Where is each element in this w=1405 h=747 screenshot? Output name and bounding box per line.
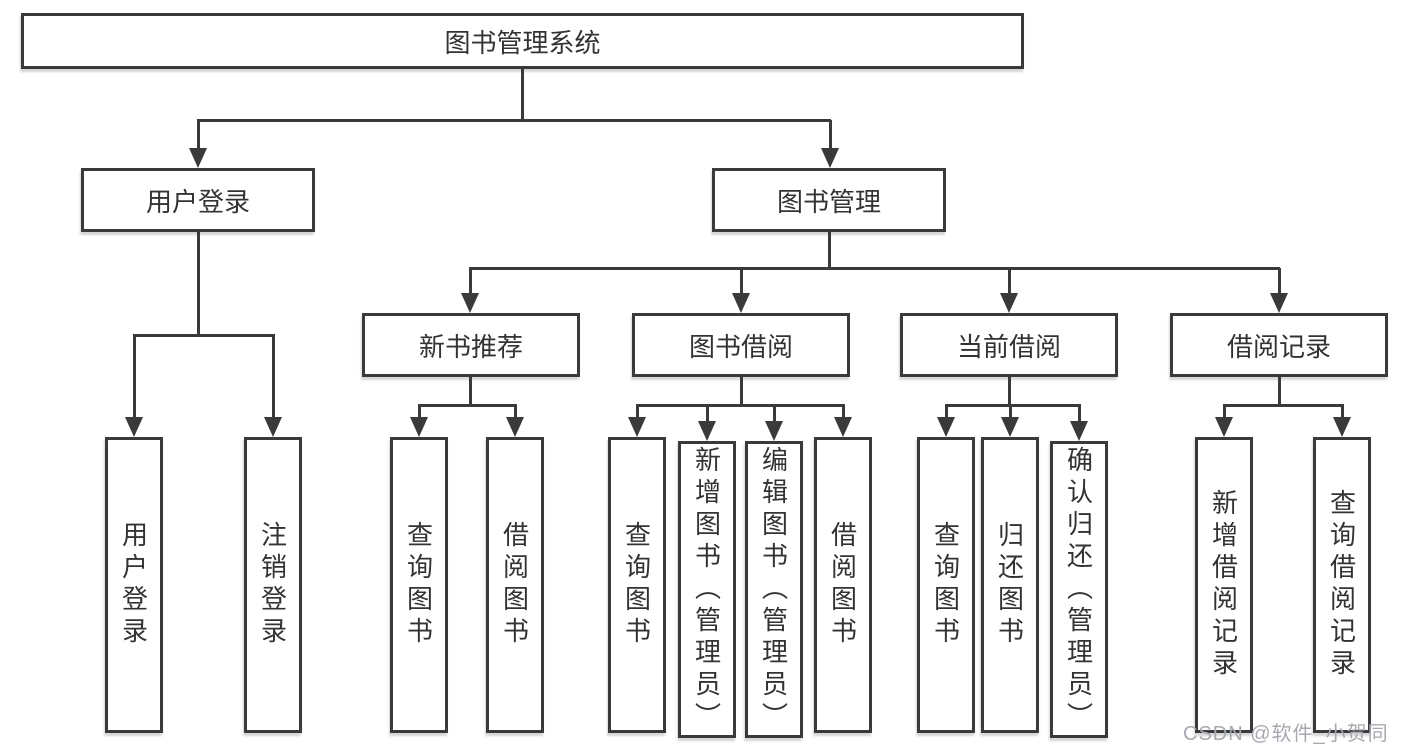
- node-book-borrowing: 图书借阅: [632, 313, 850, 377]
- leaf-borrow-books-2: 借阅图书: [814, 437, 872, 733]
- connector-book-borrowing-stem: [740, 375, 743, 407]
- leaf-add-borrow-record: 新增借阅记录: [1195, 437, 1253, 733]
- connector-new-book-rail: [418, 404, 517, 407]
- arrow-head-icon: [410, 417, 428, 437]
- leaf-query-books-3: 查询图书: [917, 437, 975, 733]
- arrow-down-icon: [1069, 405, 1089, 441]
- arrow-down-icon: [188, 120, 208, 168]
- arrow-down-icon: [505, 405, 525, 437]
- leaf-logout: 注销登录: [244, 437, 302, 733]
- arrow-down-icon: [1000, 405, 1020, 437]
- arrow-down-icon: [936, 405, 956, 437]
- connector-current-borrowing-stem: [1008, 375, 1011, 407]
- arrow-head-icon: [125, 417, 143, 437]
- connector-root-stem: [521, 66, 524, 122]
- arrow-head-icon: [834, 417, 852, 437]
- arrow-head-icon: [1001, 417, 1019, 437]
- arrow-down-icon: [124, 336, 144, 437]
- connector-borrowing-records-stem: [1278, 375, 1281, 407]
- leaf-query-books-2: 查询图书: [608, 437, 666, 733]
- leaf-edit-books-admin: 编辑图书（管理员）: [745, 441, 803, 738]
- leaf-add-books-admin: 新增图书（管理员）: [678, 441, 736, 738]
- arrow-head-icon: [821, 148, 839, 168]
- connector-book-borrowing-rail: [636, 404, 845, 407]
- arrow-shaft: [739, 268, 743, 297]
- leaf-query-borrow-record: 查询借阅记录: [1313, 437, 1371, 733]
- node-current-borrowing: 当前借阅: [900, 313, 1118, 377]
- arrow-shaft: [944, 405, 948, 421]
- arrow-head-icon: [1333, 417, 1351, 437]
- arrow-head-icon: [732, 293, 750, 313]
- node-book-management: 图书管理: [712, 168, 946, 232]
- arrow-head-icon: [765, 421, 783, 441]
- arrow-shaft: [196, 120, 200, 152]
- node-root: 图书管理系统: [21, 13, 1024, 69]
- arrow-shaft: [635, 405, 639, 421]
- arrow-shaft: [1277, 268, 1281, 297]
- node-user-login: 用户登录: [81, 168, 315, 232]
- arrow-down-icon: [1214, 405, 1234, 437]
- arrow-shaft: [513, 405, 517, 421]
- arrow-shaft: [705, 405, 709, 425]
- arrow-down-icon: [263, 336, 283, 437]
- arrow-down-icon: [833, 405, 853, 437]
- arrow-shaft: [1007, 268, 1011, 297]
- arrow-down-icon: [731, 268, 751, 313]
- arrow-down-icon: [999, 268, 1019, 313]
- arrow-shaft: [1340, 405, 1344, 421]
- arrow-head-icon: [189, 148, 207, 168]
- arrow-head-icon: [506, 417, 524, 437]
- connector-new-book-stem: [469, 375, 472, 407]
- arrow-down-icon: [409, 405, 429, 437]
- arrow-head-icon: [698, 421, 716, 441]
- leaf-return-books: 归还图书: [981, 437, 1039, 733]
- arrow-down-icon: [1269, 268, 1289, 313]
- arrow-down-icon: [460, 268, 480, 313]
- arrow-shaft: [271, 336, 275, 421]
- arrow-shaft: [772, 405, 776, 425]
- arrow-down-icon: [627, 405, 647, 437]
- connector-user-login-rail: [133, 334, 275, 337]
- arrow-shaft: [828, 120, 832, 152]
- arrow-down-icon: [697, 405, 717, 441]
- arrow-shaft: [1008, 405, 1012, 421]
- connector-borrowing-records-rail: [1223, 404, 1344, 407]
- arrow-head-icon: [1000, 293, 1018, 313]
- arrow-shaft: [417, 405, 421, 421]
- arrow-head-icon: [1070, 421, 1088, 441]
- connector-current-borrowing-rail: [945, 404, 1081, 407]
- arrow-shaft: [468, 268, 472, 297]
- arrow-shaft: [132, 336, 136, 421]
- arrow-down-icon: [820, 120, 840, 168]
- leaf-query-books-1: 查询图书: [390, 437, 448, 733]
- arrow-head-icon: [628, 417, 646, 437]
- arrow-shaft: [1077, 405, 1081, 425]
- arrow-down-icon: [1332, 405, 1352, 437]
- connector-user-login-stem: [197, 230, 200, 337]
- node-new-book-recommend: 新书推荐: [362, 313, 580, 377]
- connector-book-management-stem: [828, 230, 831, 270]
- leaf-confirm-return-admin: 确认归还（管理员）: [1050, 441, 1108, 738]
- node-borrowing-records: 借阅记录: [1170, 313, 1388, 377]
- arrow-shaft: [841, 405, 845, 421]
- watermark: CSDN @软件_小贺同学: [1183, 723, 1389, 745]
- arrow-shaft: [1222, 405, 1226, 421]
- arrow-head-icon: [1215, 417, 1233, 437]
- arrow-down-icon: [764, 405, 784, 441]
- arrow-head-icon: [1270, 293, 1288, 313]
- arrow-head-icon: [937, 417, 955, 437]
- arrow-head-icon: [461, 293, 479, 313]
- leaf-user-login: 用户登录: [105, 437, 163, 733]
- connector-level2-rail: [197, 119, 831, 122]
- leaf-borrow-books-1: 借阅图书: [486, 437, 544, 733]
- arrow-head-icon: [264, 417, 282, 437]
- connector-level3-rail: [469, 267, 1280, 270]
